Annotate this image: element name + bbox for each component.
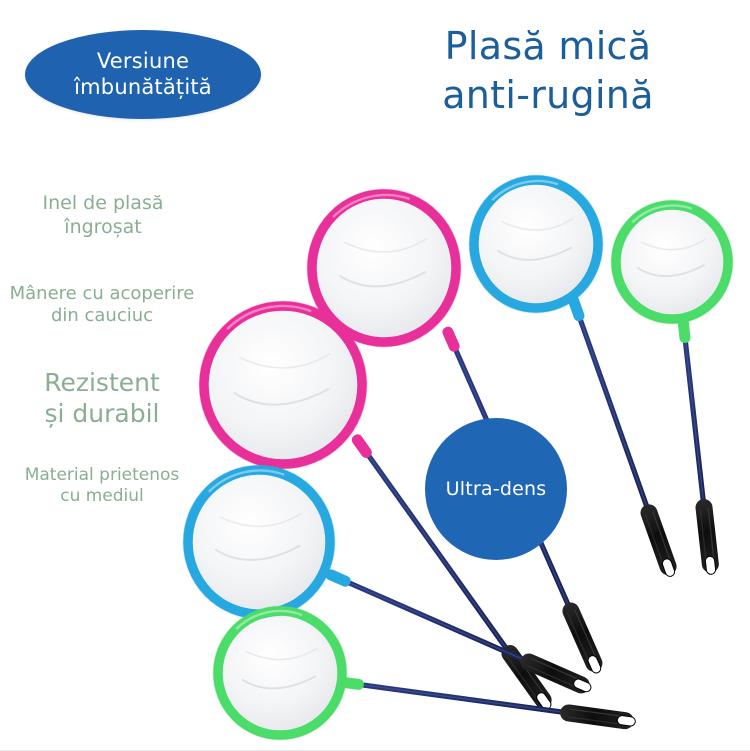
feature-1-line-2: din cauciuc	[50, 305, 154, 327]
feature-0-line-1: Inel de plasă	[42, 192, 164, 214]
title-line-2: anti-rugină	[442, 73, 654, 118]
feature-2-line-1: Rezistent	[44, 368, 160, 397]
ultra-dense-badge-text: Ultra-dens	[445, 478, 547, 500]
net-magenta-upper	[306, 188, 603, 674]
feature-label-thick-ring: Inel de plasă îngroșat	[8, 192, 198, 239]
improved-version-badge: Versiune îmbunătățită	[25, 30, 261, 119]
page-title: Plasă mică anti-rugină	[358, 22, 738, 121]
feature-2-line-2: și durabil	[44, 399, 160, 428]
feature-1-line-1: Mânere cu acoperire	[9, 283, 195, 304]
feature-3-line-2: cu mediul	[60, 486, 144, 507]
ultra-dense-badge: Ultra-dens	[425, 418, 567, 560]
feature-label-eco-material: Material prietenos cu mediul	[6, 465, 198, 507]
title-line-1: Plasă mică	[444, 24, 652, 68]
feature-label-rubber-handle: Mânere cu acoperire din cauciuc	[2, 283, 202, 328]
net-green-lower	[212, 605, 636, 741]
feature-0-line-2: îngroșat	[64, 215, 142, 238]
improved-version-badge-text: Versiune îmbunătățită	[74, 49, 212, 100]
badge-line-2: îmbunătățită	[74, 74, 212, 99]
badge-line-1: Versiune	[96, 48, 190, 73]
feature-label-durable: Rezistent și durabil	[12, 367, 192, 429]
net-green-upper	[610, 199, 734, 575]
feature-3-line-1: Material prietenos	[24, 465, 180, 485]
